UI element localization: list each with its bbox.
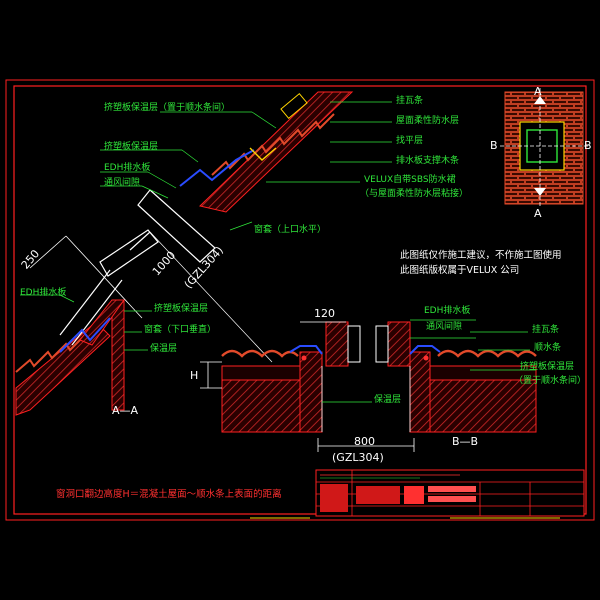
label-xps-2: 挤塑板保温层 (154, 304, 209, 314)
dim-1000 (65, 235, 143, 319)
slab-right (409, 379, 537, 433)
window-frame-aa (59, 189, 216, 346)
notice-line-2: 此图纸版权属于VELUX 公司 (400, 265, 520, 276)
label-xps-bb: 挤塑板保温层 (520, 362, 575, 372)
inner-border (13, 85, 587, 515)
label-counter-bb: 顺水条 (534, 343, 562, 353)
label-screed: 找平层 (396, 136, 424, 146)
label-lining-bottom: 窗套（下口垂直） (144, 325, 217, 335)
model-bb: (GZL304) (332, 451, 384, 464)
section-aa-drawing (15, 91, 392, 416)
marker-a-top: A (534, 85, 542, 98)
roof-slab-upper (198, 91, 354, 213)
title-block (250, 469, 585, 519)
tiles-right (437, 349, 537, 358)
outer-border (5, 79, 595, 521)
tiles-left (221, 349, 299, 358)
label-xps: 挤塑板保温层 (104, 142, 159, 152)
label-xps2-bb: （置于顺水条间） (514, 376, 587, 386)
label-edh-bb: EDH排水板 (424, 306, 471, 316)
label-sbs: VELUX自带SBS防水裙 (364, 175, 456, 185)
section-bb-title: B—B (452, 435, 479, 448)
marker-a-bottom: A (534, 207, 542, 220)
label-bond: （与屋面柔性防水层粘接） (360, 189, 469, 199)
sill-wall (111, 299, 125, 411)
bottom-note: 窗洞口翻边高度H＝混凝土屋面～顺水条上表面的距离 (56, 489, 282, 500)
label-insulation-bb: 保温层 (374, 395, 402, 405)
section-bb-drawing (200, 319, 537, 452)
marker-b-left: B (490, 139, 498, 152)
label-insulation: 保温层 (150, 344, 178, 354)
label-support: 排水板支撑木条 (396, 156, 460, 166)
label-xps-counter: 挤塑板保温层（置于顺水条间） (104, 103, 231, 113)
label-vent-bb: 通风间隙 (426, 322, 463, 332)
label-lining-top: 窗套（上口水平） (254, 225, 327, 235)
label-batten: 挂瓦条 (396, 96, 424, 106)
dim-120-text: 120 (314, 307, 335, 320)
tiles-upper (211, 113, 335, 176)
section-aa-title: A—A (112, 404, 139, 417)
label-batten-bb: 挂瓦条 (532, 325, 560, 335)
label-edh-1: EDH排水板 (104, 163, 151, 173)
marker-b-right: B (584, 139, 592, 152)
dim-250 (29, 235, 67, 269)
notice-line-1: 此图纸仅作施工建议，不作施工图使用 (400, 250, 562, 261)
edh-flashing-aa (59, 317, 111, 353)
dim-h-text: H (190, 369, 199, 382)
label-vent: 通风间隙 (104, 178, 141, 188)
label-edh-2: EDH排水板 (20, 288, 67, 298)
label-membrane: 屋面柔性防水层 (396, 116, 460, 126)
dim-800-text: 800 (354, 435, 375, 448)
detail-inset (500, 88, 590, 206)
